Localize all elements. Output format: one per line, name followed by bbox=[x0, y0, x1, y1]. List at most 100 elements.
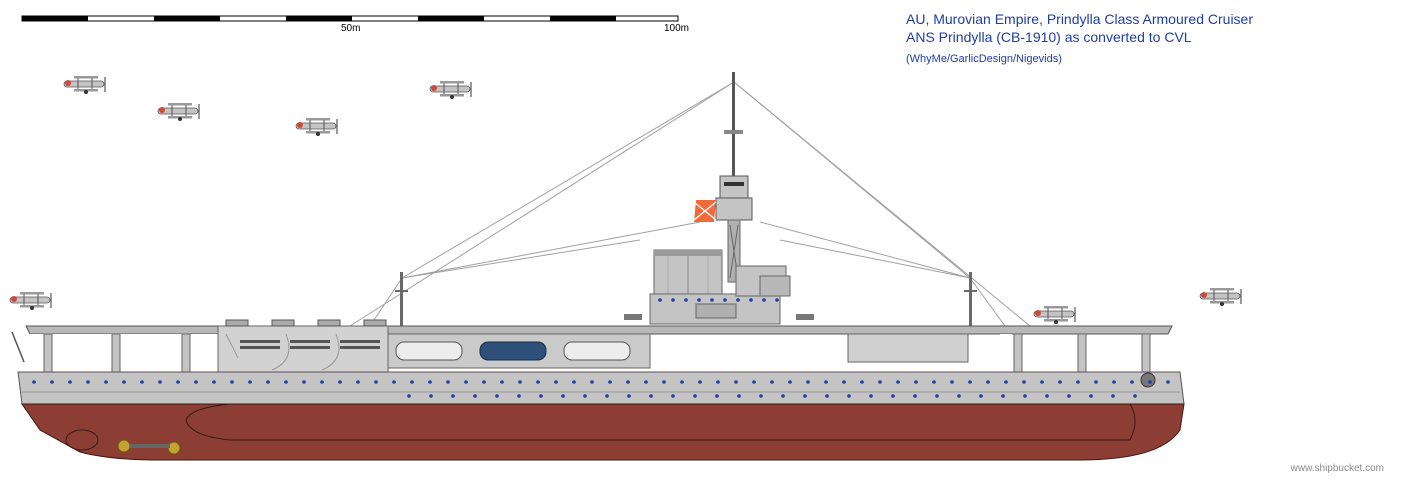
main-mast bbox=[715, 72, 753, 283]
porthole bbox=[842, 380, 846, 384]
porthole bbox=[680, 380, 684, 384]
porthole bbox=[495, 394, 499, 398]
porthole bbox=[968, 380, 972, 384]
porthole bbox=[649, 394, 653, 398]
porthole bbox=[671, 298, 675, 302]
porthole bbox=[482, 380, 486, 384]
porthole bbox=[935, 394, 939, 398]
porthole bbox=[104, 380, 108, 384]
parked-aircraft-icon bbox=[225, 319, 249, 327]
porthole bbox=[752, 380, 756, 384]
porthole bbox=[266, 380, 270, 384]
porthole bbox=[1023, 394, 1027, 398]
porthole bbox=[957, 394, 961, 398]
porthole bbox=[429, 394, 433, 398]
aft-structure bbox=[847, 333, 1012, 363]
porthole bbox=[803, 394, 807, 398]
porthole bbox=[1067, 394, 1071, 398]
porthole bbox=[517, 394, 521, 398]
porthole bbox=[1112, 380, 1116, 384]
scale-label-100: 100m bbox=[664, 23, 690, 34]
porthole bbox=[158, 380, 162, 384]
porthole bbox=[693, 394, 697, 398]
hangar-gallery bbox=[30, 333, 1151, 375]
porthole bbox=[407, 394, 411, 398]
biplane-icon bbox=[429, 81, 472, 99]
mast-aft bbox=[964, 272, 977, 328]
porthole bbox=[1058, 380, 1062, 384]
porthole bbox=[1089, 394, 1093, 398]
porthole bbox=[1004, 380, 1008, 384]
porthole bbox=[500, 380, 504, 384]
porthole bbox=[913, 394, 917, 398]
porthole bbox=[536, 380, 540, 384]
porthole bbox=[338, 380, 342, 384]
porthole bbox=[572, 380, 576, 384]
biplane-icon bbox=[9, 292, 52, 310]
porthole bbox=[194, 380, 198, 384]
porthole bbox=[824, 380, 828, 384]
porthole bbox=[869, 394, 873, 398]
porthole bbox=[710, 298, 714, 302]
porthole bbox=[723, 298, 727, 302]
porthole bbox=[1001, 394, 1005, 398]
porthole bbox=[671, 394, 675, 398]
porthole bbox=[749, 298, 753, 302]
mast-forward bbox=[395, 272, 408, 328]
biplane-icon bbox=[1199, 288, 1242, 306]
porthole bbox=[122, 380, 126, 384]
porthole bbox=[320, 380, 324, 384]
porthole bbox=[737, 394, 741, 398]
porthole bbox=[644, 380, 648, 384]
porthole bbox=[68, 380, 72, 384]
porthole bbox=[410, 380, 414, 384]
credit-line: (WhyMe/GarlicDesign/Nigevids) bbox=[906, 53, 1062, 65]
porthole bbox=[608, 380, 612, 384]
porthole bbox=[554, 380, 558, 384]
porthole bbox=[698, 380, 702, 384]
porthole bbox=[896, 380, 900, 384]
porthole bbox=[986, 380, 990, 384]
porthole bbox=[627, 394, 631, 398]
biplane-icon bbox=[63, 76, 106, 94]
porthole bbox=[806, 380, 810, 384]
porthole bbox=[775, 298, 779, 302]
porthole bbox=[590, 380, 594, 384]
boat-deck bbox=[387, 333, 651, 369]
porthole bbox=[140, 380, 144, 384]
porthole bbox=[451, 394, 455, 398]
porthole bbox=[878, 380, 882, 384]
porthole bbox=[697, 298, 701, 302]
porthole bbox=[392, 380, 396, 384]
island bbox=[624, 265, 814, 325]
porthole bbox=[583, 394, 587, 398]
porthole bbox=[374, 380, 378, 384]
porthole bbox=[715, 394, 719, 398]
porthole bbox=[284, 380, 288, 384]
porthole bbox=[473, 394, 477, 398]
porthole bbox=[212, 380, 216, 384]
porthole bbox=[1040, 380, 1044, 384]
biplane-icon bbox=[295, 118, 338, 136]
porthole bbox=[626, 380, 630, 384]
porthole bbox=[716, 380, 720, 384]
porthole bbox=[1076, 380, 1080, 384]
porthole bbox=[302, 380, 306, 384]
biplane-icon bbox=[157, 103, 200, 121]
porthole bbox=[684, 298, 688, 302]
porthole bbox=[1133, 394, 1137, 398]
porthole bbox=[788, 380, 792, 384]
flag bbox=[693, 200, 717, 222]
porthole bbox=[1045, 394, 1049, 398]
porthole bbox=[1022, 380, 1026, 384]
porthole bbox=[86, 380, 90, 384]
porthole bbox=[32, 380, 36, 384]
porthole bbox=[759, 394, 763, 398]
porthole bbox=[658, 298, 662, 302]
porthole bbox=[539, 394, 543, 398]
porthole bbox=[176, 380, 180, 384]
scale-bar bbox=[21, 15, 679, 22]
porthole bbox=[770, 380, 774, 384]
porthole bbox=[891, 394, 895, 398]
